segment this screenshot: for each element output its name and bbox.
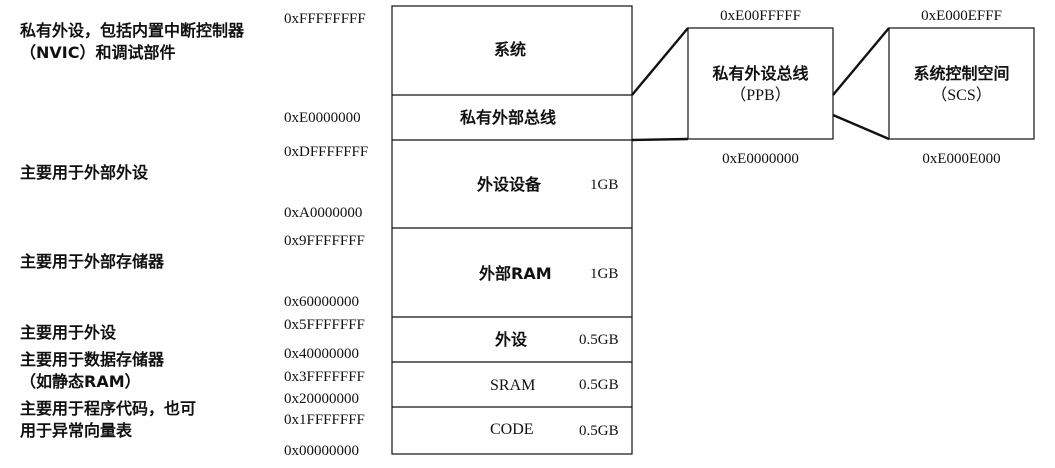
addr-extram-end: 0x9FFFFFFF bbox=[284, 233, 365, 249]
addr-extram-start: 0x60000000 bbox=[284, 294, 359, 310]
desc-code: 主要用于程序代码，也可 用于异常向量表 bbox=[20, 399, 197, 440]
addr-ppb-start: 0xE0000000 bbox=[284, 110, 361, 126]
ppb-title: 私有外设总线 bbox=[712, 64, 809, 83]
desc-peripherals: 主要用于外设 bbox=[20, 323, 117, 342]
region-code-label: CODE bbox=[490, 421, 534, 438]
region-sram-size: 0.5GB bbox=[579, 377, 619, 393]
desc-sram: 主要用于数据存储器 （如静态RAM） bbox=[20, 350, 165, 391]
region-system-label: 系统 bbox=[494, 40, 527, 59]
addr-peripherals-start: 0x40000000 bbox=[284, 346, 359, 362]
addr-peripheral-devices-end: 0xDFFFFFFF bbox=[284, 144, 369, 160]
scs-connector-top bbox=[832, 27, 890, 96]
scs-abbr: （SCS） bbox=[931, 87, 992, 104]
ppb-connector-bottom bbox=[631, 137, 689, 142]
ppb-top-addr: 0xE00FFFFF bbox=[720, 8, 801, 24]
memory-column-outline bbox=[391, 5, 633, 455]
desc-peripheral-devices: 主要用于外部外设 bbox=[20, 163, 149, 182]
scs-top-addr: 0xE000EFFF bbox=[921, 8, 1002, 24]
region-peripherals-size: 0.5GB bbox=[579, 332, 619, 348]
region-peripheral-devices-label: 外设设备 bbox=[477, 175, 542, 194]
scs-box bbox=[888, 27, 1035, 140]
desc-external-ram: 主要用于外部存储器 bbox=[20, 252, 165, 271]
region-peripheral-devices-size: 1GB bbox=[590, 177, 619, 193]
ppb-bottom-addr: 0xE0000000 bbox=[722, 151, 799, 167]
ppb-connector-top bbox=[631, 27, 689, 96]
addr-code-end: 0x1FFFFFFF bbox=[284, 412, 365, 428]
addr-peripherals-end: 0x5FFFFFFF bbox=[284, 317, 365, 333]
addr-peripheral-devices-start: 0xA0000000 bbox=[284, 205, 363, 221]
addr-sram-end: 0x3FFFFFFF bbox=[284, 369, 365, 385]
addr-system-end: 0xFFFFFFFF bbox=[284, 11, 366, 27]
region-sram-label: SRAM bbox=[490, 377, 536, 394]
scs-title: 系统控制空间 bbox=[913, 64, 1010, 83]
region-extram-label: 外部RAM bbox=[479, 264, 552, 283]
scs-connector-bottom bbox=[832, 113, 890, 141]
region-extram-size: 1GB bbox=[590, 266, 619, 282]
ppb-abbr: （PPB） bbox=[730, 87, 791, 104]
region-ppb-label: 私有外部总线 bbox=[460, 108, 557, 127]
addr-sram-start: 0x20000000 bbox=[284, 391, 359, 407]
scs-bottom-addr: 0xE000E000 bbox=[922, 151, 1001, 167]
addr-code-start: 0x00000000 bbox=[284, 443, 359, 459]
desc-system: 私有外设，包括内置中断控制器 （NVIC）和调试部件 bbox=[20, 21, 245, 62]
ppb-box bbox=[687, 27, 834, 140]
region-peripherals-label: 外设 bbox=[495, 330, 528, 349]
region-code-size: 0.5GB bbox=[579, 423, 619, 439]
